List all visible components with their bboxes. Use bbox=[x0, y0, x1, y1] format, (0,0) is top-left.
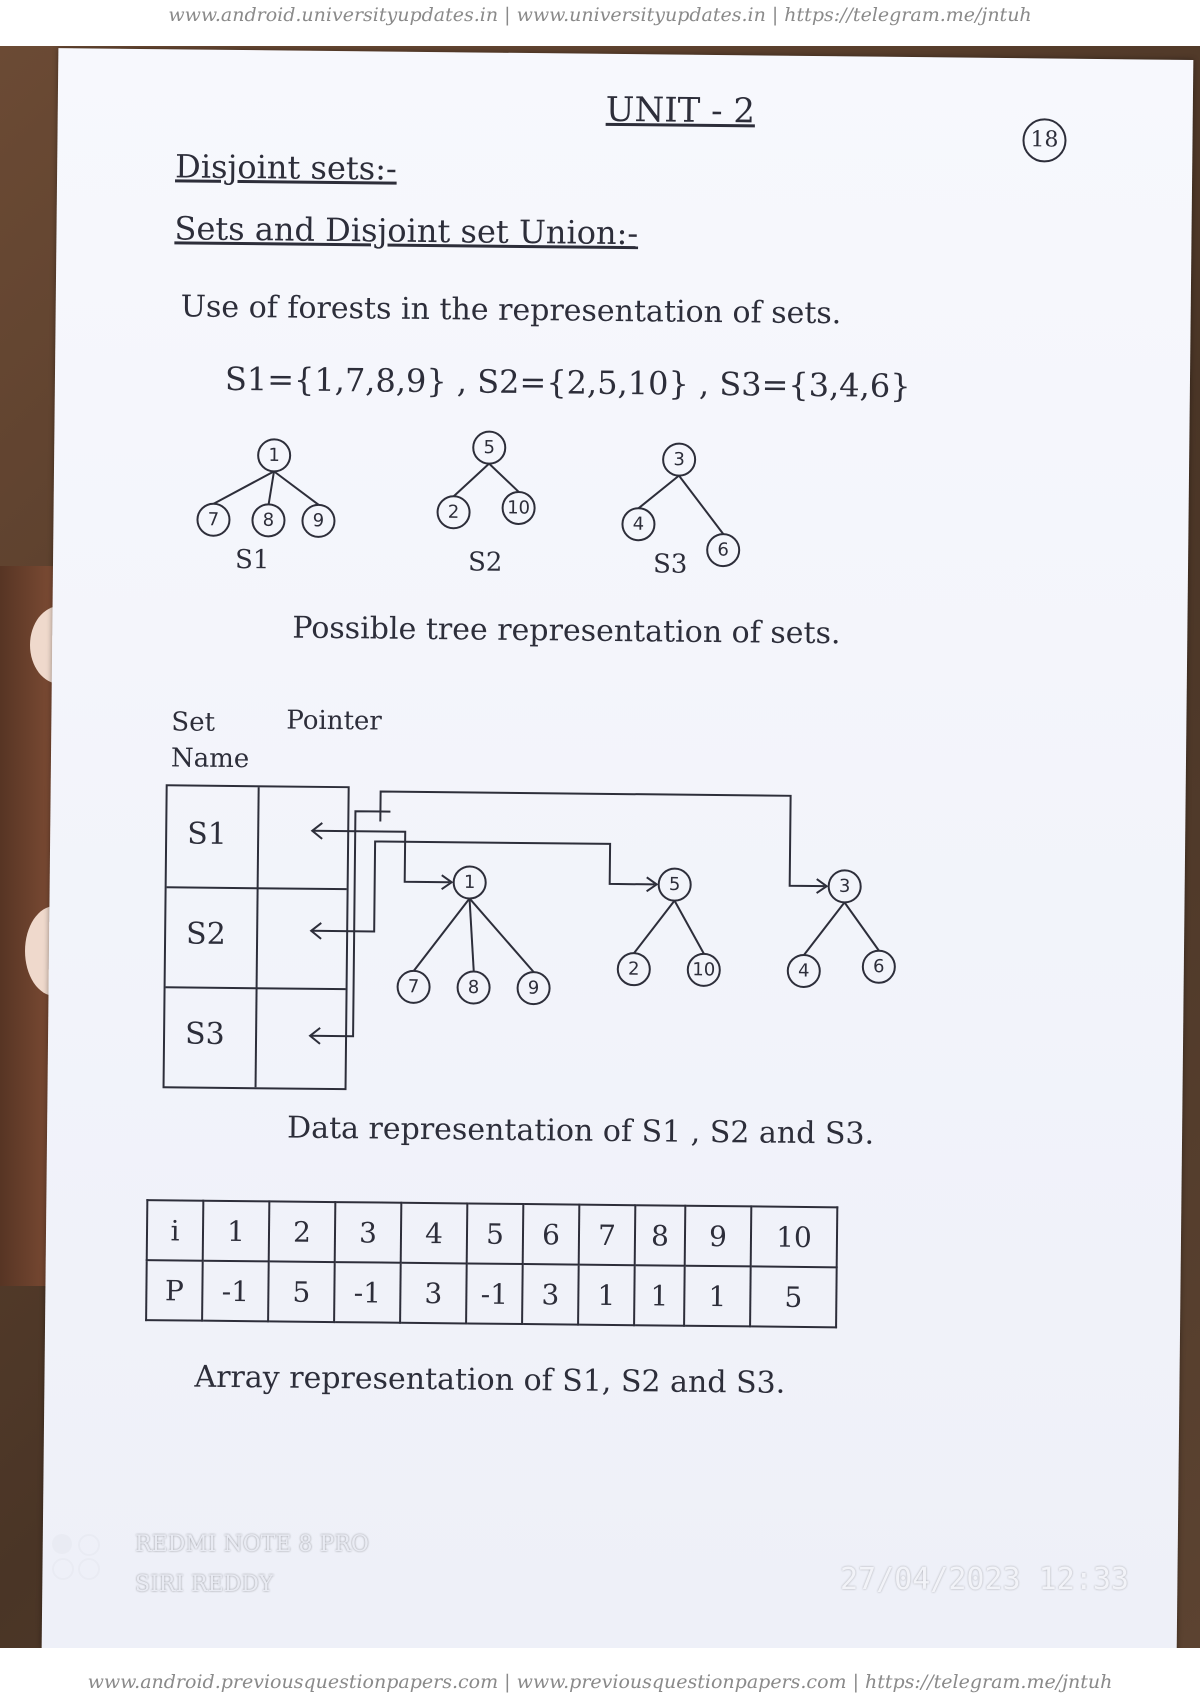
camera-device: REDMI NOTE 8 PRO bbox=[135, 1532, 369, 1557]
tree-node-label: 9 bbox=[528, 978, 540, 999]
tree-node-label: 7 bbox=[408, 976, 420, 997]
header-url: www.android.universityupdates.in | www.u… bbox=[168, 4, 1032, 26]
tree-node-label: 10 bbox=[692, 959, 715, 980]
tree-node bbox=[786, 953, 821, 988]
tree-edge bbox=[468, 898, 475, 972]
camera-owner: SIRI REDDY bbox=[135, 1572, 274, 1597]
tree-node bbox=[251, 503, 286, 538]
tree-node bbox=[257, 438, 292, 473]
tree-node-label: 5 bbox=[669, 874, 681, 895]
tree-edge bbox=[412, 897, 471, 972]
logo-circle bbox=[78, 1558, 100, 1580]
tree-node bbox=[301, 503, 336, 538]
tree-node bbox=[706, 533, 741, 568]
tree-node-label: 5 bbox=[483, 437, 495, 458]
pointer-arrow bbox=[309, 922, 322, 940]
tree-edge bbox=[267, 471, 275, 505]
tree-edge bbox=[273, 470, 320, 506]
tree-node bbox=[657, 867, 692, 902]
tree-node bbox=[686, 952, 721, 987]
photo: UNIT - 2 18 Disjoint sets:- Sets and Dis… bbox=[0, 46, 1200, 1648]
pointer-arrow bbox=[816, 878, 829, 894]
logo-circle bbox=[78, 1534, 100, 1556]
tree-edge bbox=[468, 897, 535, 973]
photo-timestamp: 27/04/2023 12:33 bbox=[840, 1562, 1129, 1597]
tree-edge bbox=[678, 475, 725, 535]
tree-node bbox=[621, 507, 656, 542]
tree-node-label: 3 bbox=[839, 876, 851, 897]
tree-node-label: 3 bbox=[673, 449, 685, 470]
tree-node bbox=[456, 970, 491, 1005]
tree-node-label: 1 bbox=[464, 872, 476, 893]
tree-node-label: 1 bbox=[268, 445, 280, 466]
tree-node-label: 4 bbox=[633, 514, 645, 535]
tree-node bbox=[861, 949, 896, 984]
logo-circle bbox=[52, 1534, 72, 1554]
tree-edge bbox=[633, 899, 676, 954]
tree-node bbox=[662, 442, 697, 477]
tree-edge bbox=[843, 901, 880, 952]
pointer-arrow bbox=[646, 876, 659, 893]
tree-node-label: 2 bbox=[628, 959, 640, 980]
tree-node-label: 6 bbox=[717, 540, 729, 561]
tree-node-label: 8 bbox=[263, 510, 275, 531]
pointer-arrow bbox=[311, 840, 655, 933]
tree-edge bbox=[637, 474, 680, 509]
camera-logo-icon bbox=[52, 1534, 104, 1580]
pointer-arrow bbox=[310, 810, 391, 1038]
pointer-arrow bbox=[441, 874, 454, 890]
tree-node bbox=[616, 952, 651, 987]
pointer-arrow bbox=[312, 829, 450, 884]
tree-node bbox=[452, 865, 487, 900]
tree-edge bbox=[673, 900, 705, 955]
footer-url: www.android.previousquestionpapers.com |… bbox=[87, 1671, 1113, 1693]
pointer-arrow bbox=[308, 1027, 321, 1045]
notebook-page: UNIT - 2 18 Disjoint sets:- Sets and Dis… bbox=[41, 48, 1194, 1648]
tree-edge bbox=[453, 462, 490, 498]
tree-node bbox=[827, 869, 862, 904]
tree-node bbox=[396, 969, 431, 1004]
tree-node bbox=[196, 502, 231, 537]
tree-edge bbox=[803, 901, 846, 956]
tree-node-label: 7 bbox=[208, 509, 220, 530]
tree-node-label: 6 bbox=[873, 956, 885, 977]
tree-node-label: 2 bbox=[448, 502, 460, 523]
tree-node bbox=[501, 490, 536, 525]
tree-node bbox=[436, 495, 471, 530]
pointer-arrow bbox=[310, 822, 323, 840]
tree-diagrams: 1 7 8 9 5 2 10 3 4 6 1 7 8 9 5 2 10 3 4 6 bbox=[196, 430, 896, 1045]
tree-edge bbox=[213, 470, 275, 505]
tree-node-label: 4 bbox=[798, 960, 810, 981]
tree-node-label: 9 bbox=[313, 510, 325, 531]
tree-node-label: 10 bbox=[507, 497, 530, 518]
tree-edge bbox=[488, 462, 520, 493]
logo-circle bbox=[52, 1558, 74, 1580]
pointer-arrow bbox=[379, 790, 825, 888]
tree-node bbox=[516, 971, 551, 1006]
tree-node-label: 8 bbox=[468, 977, 480, 998]
tree-node bbox=[472, 430, 507, 465]
